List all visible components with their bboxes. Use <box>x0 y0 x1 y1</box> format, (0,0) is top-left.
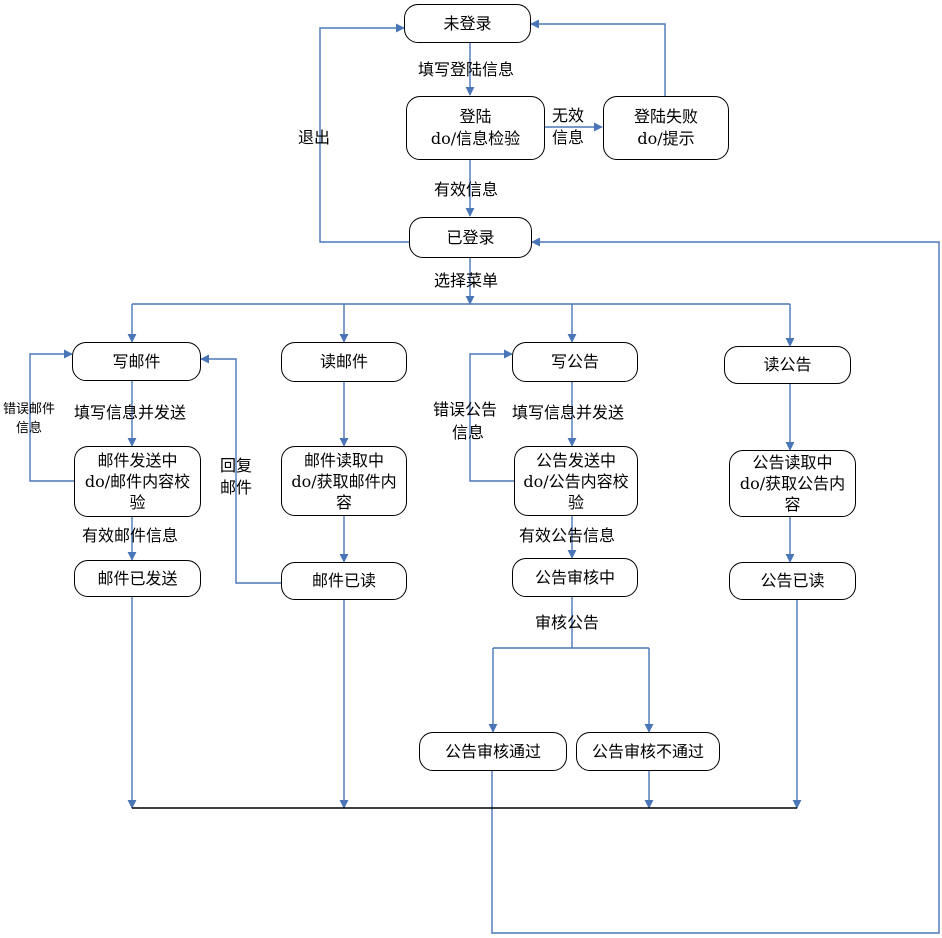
state-notice-read-label: 公告已读 <box>760 571 825 590</box>
state-notice-sending-line2: do/公告内容校 <box>523 471 629 491</box>
label-error-notice-line2: 信息 <box>452 423 485 442</box>
state-logged-in: 已登录 <box>409 217 532 258</box>
arrow-logout <box>319 23 409 243</box>
state-mail-sent: 邮件已发送 <box>74 560 201 597</box>
label-reply-mail-line2: 邮件 <box>220 478 253 497</box>
label-reply-mail-line1: 回复 <box>220 456 253 475</box>
label-valid-info: 有效信息 <box>434 180 499 199</box>
state-read-notice: 读公告 <box>724 346 851 384</box>
state-notice-approved-label: 公告审核通过 <box>444 741 541 761</box>
state-notice-rejected: 公告审核不通过 <box>576 732 720 771</box>
state-notice-rejected-label: 公告审核不通过 <box>591 741 704 761</box>
state-write-mail-label: 写邮件 <box>112 351 161 371</box>
arrow-error-mail <box>29 349 74 482</box>
state-notice-reviewing-label: 公告审核中 <box>534 567 615 587</box>
state-notice-reviewing: 公告审核中 <box>512 558 638 597</box>
state-mail-sending-line3: 验 <box>129 493 146 512</box>
arrow-error-notice <box>469 349 514 482</box>
arrow-approved-back <box>491 237 940 934</box>
state-mail-read: 邮件已读 <box>281 562 407 600</box>
state-mail-sent-label: 邮件已发送 <box>97 568 178 588</box>
state-mail-sending: 邮件发送中 do/邮件内容校 验 <box>74 446 201 517</box>
state-not-logged-in-label: 未登录 <box>443 13 492 33</box>
state-login: 登陆 do/信息检验 <box>406 96 545 160</box>
arrow-failed-back <box>530 19 666 96</box>
state-notice-reading-line2: do/获取公告内 <box>739 474 846 493</box>
state-not-logged-in: 未登录 <box>404 4 531 43</box>
state-notice-reading-line1: 公告读取中 <box>752 453 833 472</box>
state-read-mail: 读邮件 <box>281 342 407 382</box>
state-write-notice-label: 写公告 <box>550 352 599 371</box>
state-read-mail-label: 读邮件 <box>319 352 368 371</box>
state-mail-reading-line1: 邮件读取中 <box>303 450 384 470</box>
label-error-mail-line2: 信息 <box>16 421 43 436</box>
label-fill-send-mail: 填写信息并发送 <box>74 403 187 422</box>
label-invalid-info-line2: 信息 <box>552 128 585 147</box>
label-fill-login-info: 填写登陆信息 <box>418 60 515 79</box>
state-login-do: do/信息检验 <box>430 129 521 148</box>
state-notice-sending: 公告发送中 do/公告内容校 验 <box>514 446 638 516</box>
label-valid-notice-info: 有效公告信息 <box>519 526 616 545</box>
label-valid-mail-info: 有效邮件信息 <box>82 526 179 545</box>
state-notice-approved: 公告审核通过 <box>419 732 567 771</box>
state-notice-reading-line3: 容 <box>784 495 801 514</box>
state-mail-read-label: 邮件已读 <box>311 571 376 590</box>
state-logged-in-label: 已登录 <box>446 227 495 247</box>
label-select-menu: 选择菜单 <box>434 271 499 290</box>
state-notice-sending-line3: 验 <box>567 492 584 512</box>
state-write-mail: 写邮件 <box>72 342 201 381</box>
state-mail-reading-line3: 容 <box>335 492 352 512</box>
state-login-failed-do: do/提示 <box>637 129 695 148</box>
label-review-notice: 审核公告 <box>535 613 600 632</box>
label-fill-send-notice: 填写信息并发送 <box>512 403 625 422</box>
state-notice-reading: 公告读取中 do/获取公告内 容 <box>729 450 856 517</box>
label-error-mail-line1: 错误邮件 <box>3 402 56 417</box>
state-notice-sending-line1: 公告发送中 <box>535 450 616 470</box>
state-read-notice-label: 读公告 <box>763 355 812 374</box>
arrow-reply-mail <box>200 354 281 584</box>
state-mail-reading: 邮件读取中 do/获取邮件内 容 <box>281 446 407 516</box>
state-mail-sending-line2: do/邮件内容校 <box>84 472 191 491</box>
state-login-failed: 登陆失败 do/提示 <box>603 96 729 160</box>
state-login-failed-title: 登陆失败 <box>633 107 698 126</box>
label-error-notice-line1: 错误公告 <box>433 400 498 419</box>
label-invalid-info-line1: 无效 <box>552 106 585 125</box>
state-login-title: 登陆 <box>459 107 492 126</box>
label-logout: 退出 <box>298 128 331 147</box>
state-mail-reading-line2: do/获取邮件内 <box>291 471 397 491</box>
state-notice-read: 公告已读 <box>729 562 856 600</box>
state-write-notice: 写公告 <box>512 342 638 382</box>
state-mail-sending-line1: 邮件发送中 <box>97 451 178 470</box>
